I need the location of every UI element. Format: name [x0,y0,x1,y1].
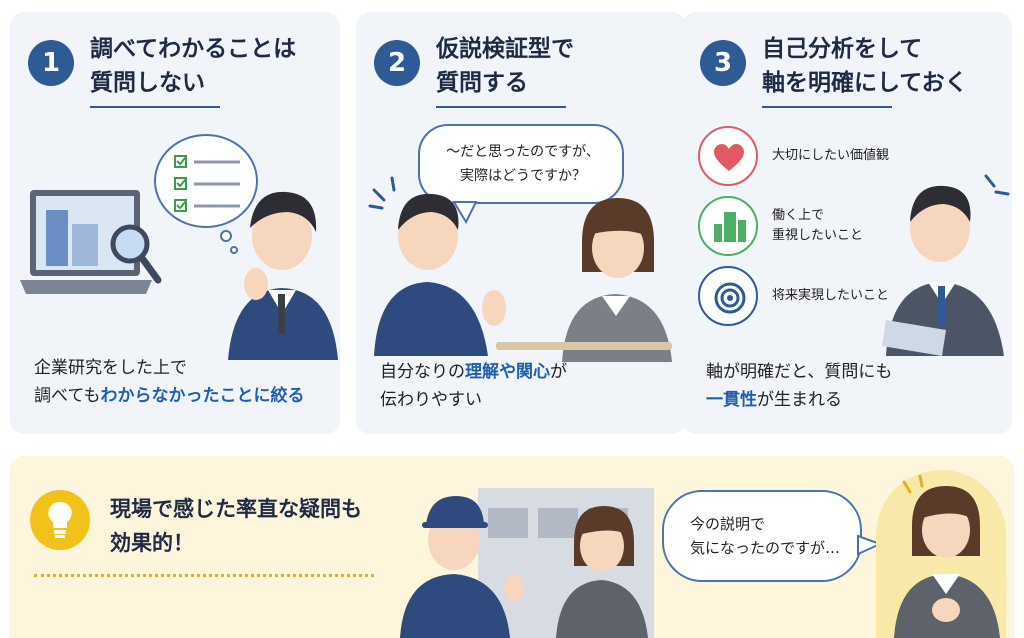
bonus-tip-panel: 現場で感じた率直な疑問も 効果的！ 今の説明で 気になったのですが… [10,456,1014,638]
card-caption: 企業研究をした上で 調べてもわからなかったことに絞る [34,358,305,406]
tip-card-3: 3 自己分析をして 軸を明確にしておく 大切にしたい価値観 働く上で 重視したい… [682,12,1012,434]
dotted-divider [34,574,374,577]
card-caption: 軸が明確だと、質問にも 一貫性が生まれる [706,362,893,410]
building-icon [714,212,746,242]
bonus-title: 現場で感じた率直な疑問も 効果的！ [110,497,362,555]
speech-bubble-tail [452,201,478,225]
thinking-person-illustration [228,191,338,360]
interviewer-woman-illustration [562,198,672,362]
thought-bubble [154,134,258,228]
heart-icon [714,144,744,171]
step-number-badge: 2 [374,40,420,86]
speech-bubble: 〜だと思ったのですが、 実際はどうですか？ [418,124,624,204]
student-man-illustration [368,176,506,356]
questioning-woman-illustration [894,474,1000,638]
tip-card-2: 2 仮説検証型で 質問する 〜だと思ったのですが、 実際はどうですか？ 自分なり… [356,12,686,434]
card-title: 仮説検証型で 質問する [436,36,574,96]
checklist-icon [174,155,240,212]
man-with-notebook-illustration [882,174,1010,356]
tip-card-1: 1 調べてわかることは 質問しない [10,12,340,434]
card-caption: 自分なりの理解や関心が 伝わりやすい [380,362,567,410]
title-underline [436,106,566,108]
factory-worker-illustration [400,496,524,638]
lightbulb-icon [48,501,72,538]
value-item-building: 働く上で 重視したいこと [698,196,863,256]
question-bubble: 今の説明で 気になったのですが… [662,490,862,582]
value-item-heart: 大切にしたい価値観 [698,126,889,186]
title-underline [762,106,892,108]
magnifier-icon [110,224,162,284]
card-title: 調べてわかることは 質問しない [90,36,297,96]
step-number-badge: 3 [700,40,746,86]
question-bubble-tail [857,534,883,556]
workplace-scene-illustration [392,480,654,638]
step-number-badge: 1 [28,40,74,86]
title-underline [90,106,220,108]
visitor-woman-illustration [556,506,648,638]
target-icon [714,282,746,314]
thought-dots [220,230,238,254]
value-item-target: 将来実現したいこと [698,266,889,326]
desk [496,342,672,350]
card-title: 自己分析をして 軸を明確にしておく [762,36,968,96]
